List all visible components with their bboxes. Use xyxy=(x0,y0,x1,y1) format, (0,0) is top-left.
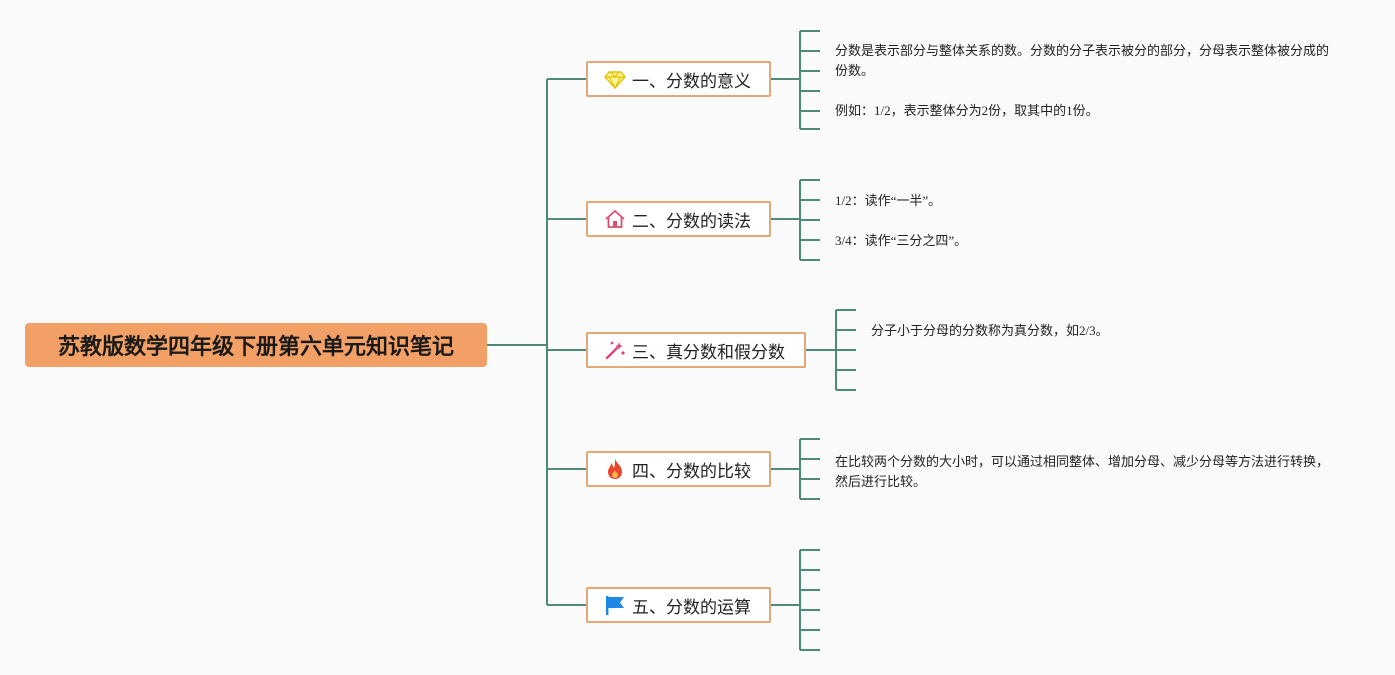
note-reading-half: 1/2：读作“一半”。 xyxy=(835,193,942,208)
note-meaning-definition: 分数是表示部分与整体关系的数。分数的分子表示被分的部分，分母表示整体被分成的份数… xyxy=(835,43,1330,78)
root-topic[interactable]: 苏教版数学四年级下册第六单元知识笔记 xyxy=(25,323,487,367)
topic-label: 五、分数的运算 xyxy=(632,597,751,618)
diamond-icon xyxy=(604,68,626,90)
note-comparison-method: 在比较两个分数的大小时，可以通过相同整体、增加分母、减少分母等方法进行转换，然后… xyxy=(835,454,1330,489)
topic-label: 三、真分数和假分数 xyxy=(632,342,785,363)
topic-operations[interactable]: 五、分数的运算 xyxy=(586,587,771,623)
magic-wand-icon xyxy=(604,339,626,361)
house-icon xyxy=(604,208,626,230)
topic-label: 一、分数的意义 xyxy=(632,71,751,92)
topic-reading[interactable]: 二、分数的读法 xyxy=(586,201,771,237)
note-reading-three-quarters: 3/4：读作“三分之四”。 xyxy=(835,233,968,248)
fan-1 xyxy=(771,30,820,130)
flag-icon xyxy=(604,594,626,616)
fan-5 xyxy=(771,549,820,651)
topic-proper-improper[interactable]: 三、真分数和假分数 xyxy=(586,332,806,368)
root-title: 苏教版数学四年级下册第六单元知识笔记 xyxy=(57,335,454,360)
fire-icon xyxy=(604,458,626,480)
topic-label: 二、分数的读法 xyxy=(632,211,751,232)
fan-4 xyxy=(771,438,820,500)
note-meaning-example: 例如：1/2，表示整体分为2份，取其中的1份。 xyxy=(835,103,1099,118)
topic-label: 四、分数的比较 xyxy=(632,461,751,482)
note-proper-fraction: 分子小于分母的分数称为真分数，如2/3。 xyxy=(871,323,1109,338)
topic-meaning[interactable]: 一、分数的意义 xyxy=(586,61,771,97)
fan-3 xyxy=(806,309,856,391)
topic-comparison[interactable]: 四、分数的比较 xyxy=(586,451,771,487)
fan-2 xyxy=(771,179,820,261)
